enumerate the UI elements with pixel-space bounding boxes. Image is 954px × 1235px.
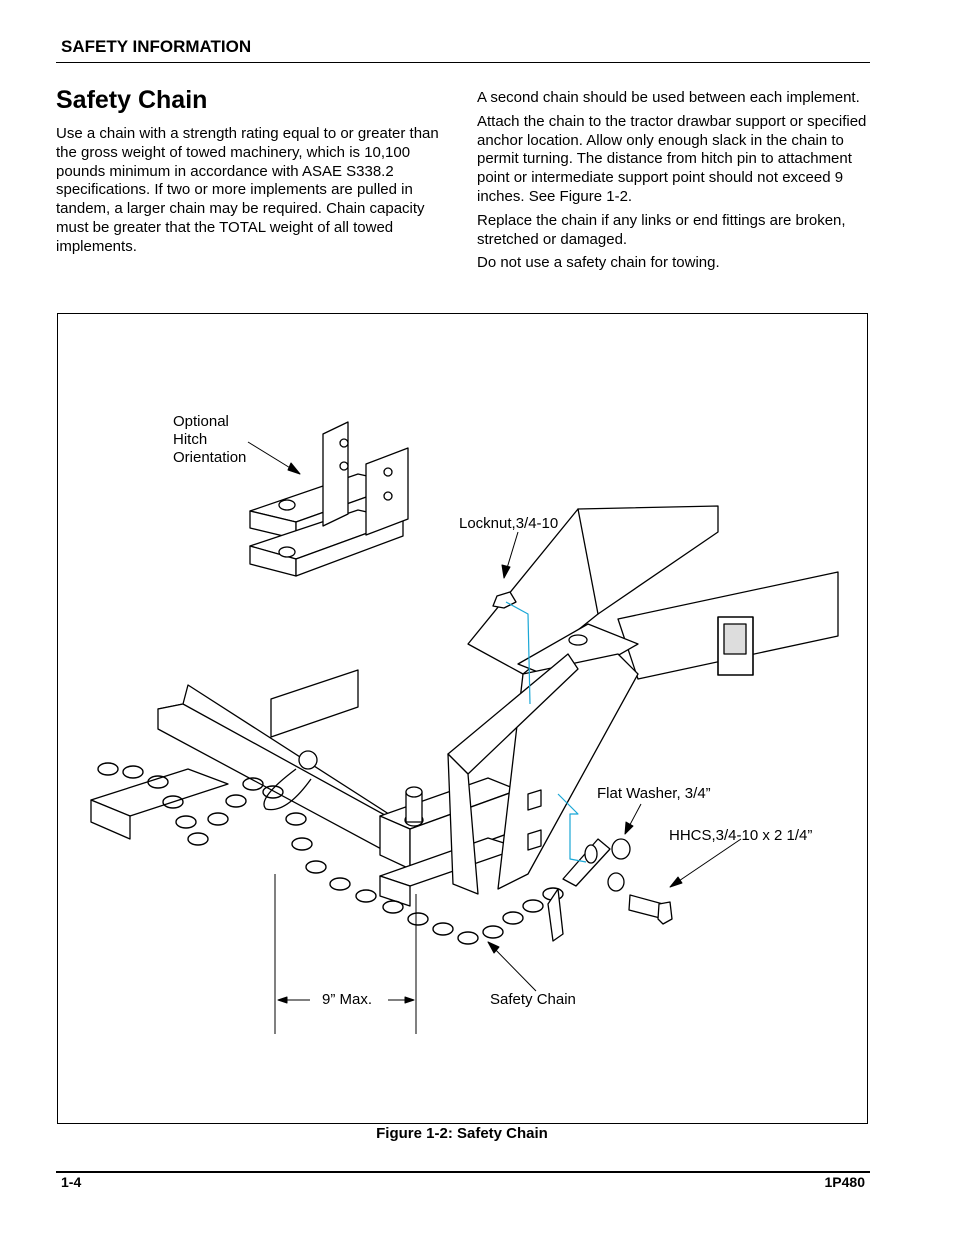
page-title: Safety Chain xyxy=(56,86,208,114)
callout-optional-hitch-line1: Optional xyxy=(173,413,229,430)
callout-hhcs: HHCS,3/4-10 x 2 1/4” xyxy=(669,827,813,844)
hitch-illustration xyxy=(90,421,839,1034)
tractor-drawbar xyxy=(90,669,521,907)
page-number: 1-4 xyxy=(61,1174,82,1190)
dimension-lines xyxy=(274,874,417,1034)
right-paragraph-1: A second chain should be used between ea… xyxy=(477,89,860,106)
hitch-pin xyxy=(263,750,424,827)
right-column: A second chain should be used between ea… xyxy=(477,89,872,278)
left-column: Use a chain with a strength rating equal… xyxy=(56,125,456,262)
callout-optional-hitch-line3: Orientation xyxy=(173,449,247,466)
assembly-leader-lines xyxy=(505,601,587,863)
safety-chain-drawing xyxy=(97,762,564,945)
attachment-hardware xyxy=(492,591,673,942)
document-id: 1P480 xyxy=(824,1174,865,1190)
callout-optional-hitch-line2: Hitch xyxy=(173,431,208,448)
left-paragraph: Use a chain with a strength rating equal… xyxy=(56,125,439,255)
footer-rule xyxy=(56,1171,870,1173)
figure-box: Optional Hitch Orientation Locknut,3/4-1… xyxy=(57,313,868,1124)
header-rule xyxy=(56,62,870,63)
right-paragraph-2: Attach the chain to the tractor drawbar … xyxy=(477,112,867,205)
callout-max-distance: 9” Max. xyxy=(322,991,373,1008)
figure-caption: Figure 1-2: Safety Chain xyxy=(376,1125,548,1142)
callout-safety-chain: Safety Chain xyxy=(490,991,576,1008)
implement-tongue xyxy=(447,505,839,895)
leader-arrows xyxy=(247,441,742,992)
callout-flat-washer: Flat Washer, 3/4” xyxy=(597,785,711,802)
section-header: SAFETY INFORMATION xyxy=(61,37,252,56)
callout-locknut: Locknut,3/4-10 xyxy=(459,515,559,532)
callout-optional-hitch: Optional Hitch Orientation xyxy=(173,413,246,467)
right-paragraph-4: Do not use a safety chain for towing. xyxy=(477,254,720,272)
right-paragraph-3: Replace the chain if any links or end fi… xyxy=(477,211,846,248)
optional-hitch-drawing xyxy=(249,421,409,577)
